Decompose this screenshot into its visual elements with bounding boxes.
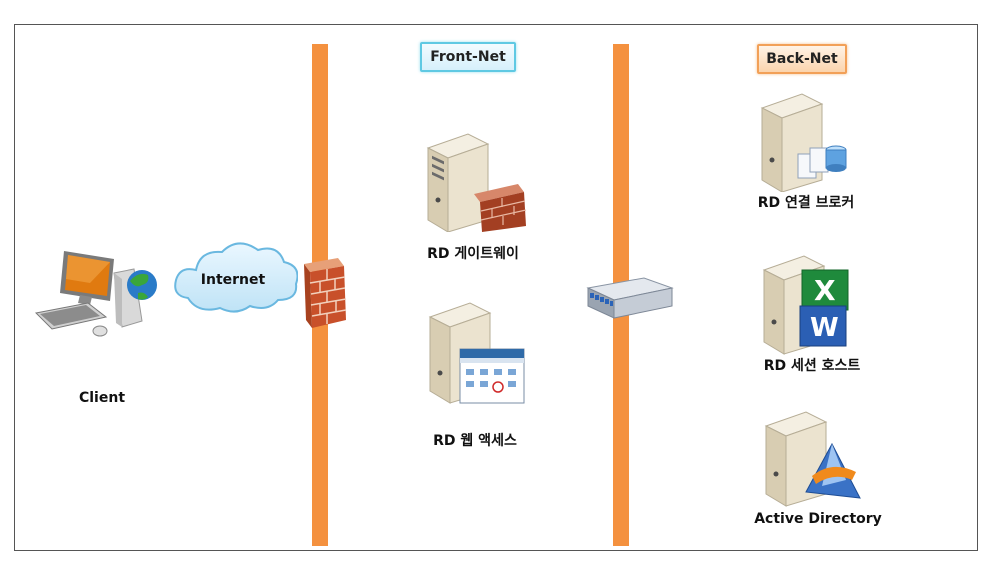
rd-session-host-label: RD 세션 호스트 — [763, 358, 861, 374]
server-web-icon — [428, 302, 525, 404]
rd-connection-broker-label: RD 연결 브로커 — [757, 195, 855, 211]
server-office-icon: X W — [762, 255, 849, 355]
rd-web-access-label: RD 웹 액세스 — [433, 433, 517, 449]
client-computer-icon — [34, 251, 157, 337]
front-net-label: Front-Net — [420, 42, 516, 72]
back-net-label: Back-Net — [757, 44, 847, 74]
firewall-icon — [304, 258, 347, 328]
server-directory-icon — [764, 411, 861, 507]
rd-gateway-label: RD 게이트웨이 — [427, 246, 519, 262]
network-switch-icon — [586, 277, 674, 319]
svg-text:X: X — [814, 274, 836, 307]
server-firewall-icon — [426, 133, 527, 232]
svg-text:W: W — [810, 313, 839, 343]
server-database-icon — [760, 93, 847, 192]
internet-cloud-icon — [174, 242, 298, 313]
active-directory-label: Active Directory — [754, 511, 882, 527]
internet-label: Internet — [200, 272, 266, 288]
client-label: Client — [78, 390, 126, 406]
